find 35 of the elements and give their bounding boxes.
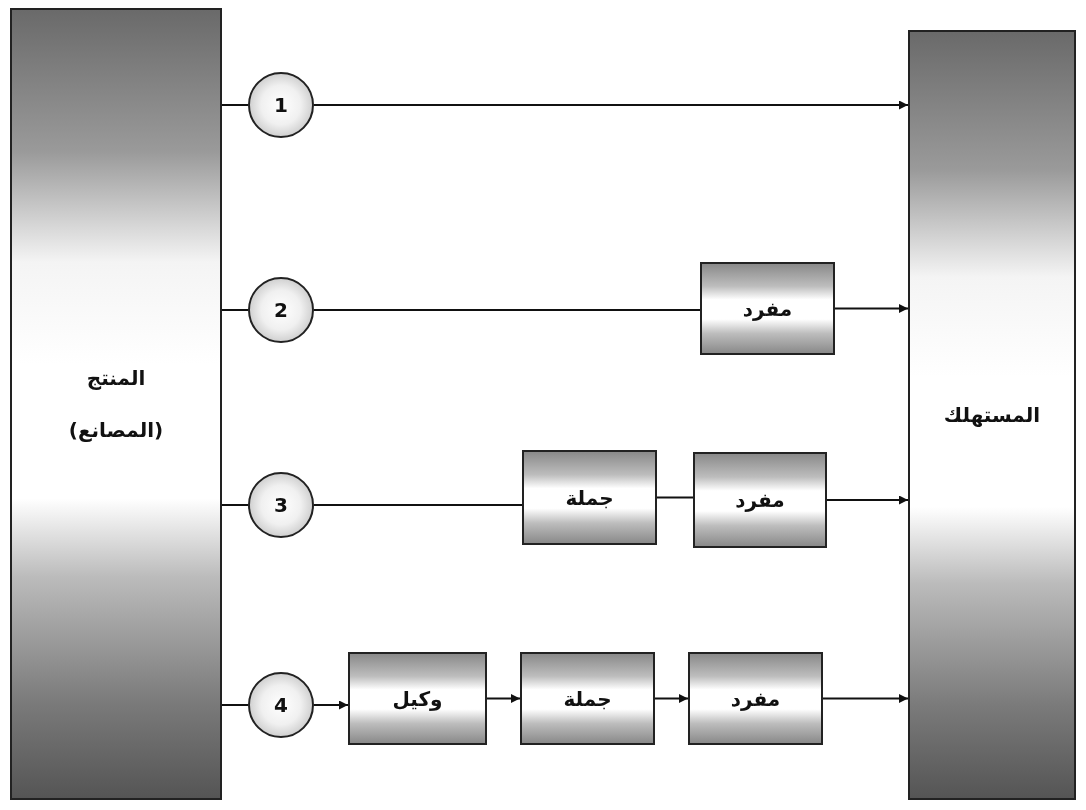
box-label: مفرد [735,488,785,512]
connector-line [221,309,249,311]
arrow [654,694,689,703]
box-label: وكيل [392,686,443,711]
channel-number: 4 [274,693,288,717]
connector-line [313,309,701,311]
connector-line [221,104,249,106]
arrow [486,694,521,703]
arrow [313,100,909,110]
process-box [520,652,655,745]
consumer-panel [908,30,1076,800]
connector-line [221,704,249,706]
box-label: جملة [565,485,614,510]
box-label: مفرد [730,686,781,711]
connector-line [313,504,523,506]
box-label: جملة [563,686,612,711]
process-box [522,450,657,545]
panel-label: المنتج [86,366,146,390]
process-box [688,652,823,745]
arrow [826,495,909,505]
connector-line [221,504,249,506]
channel-number: 3 [274,493,288,517]
channel-number: 1 [274,93,288,117]
arrow [313,700,349,710]
producer-panel [10,8,222,800]
channel-number: 2 [274,298,288,322]
process-box [693,452,827,548]
panel-label: المستهلك [943,403,1041,427]
panel-label: (المصانع) [68,418,164,442]
arrow [822,694,909,703]
process-box [700,262,835,355]
process-box [348,652,487,745]
box-label: مفرد [742,296,793,321]
connector-line [656,496,694,499]
arrow [834,304,909,313]
